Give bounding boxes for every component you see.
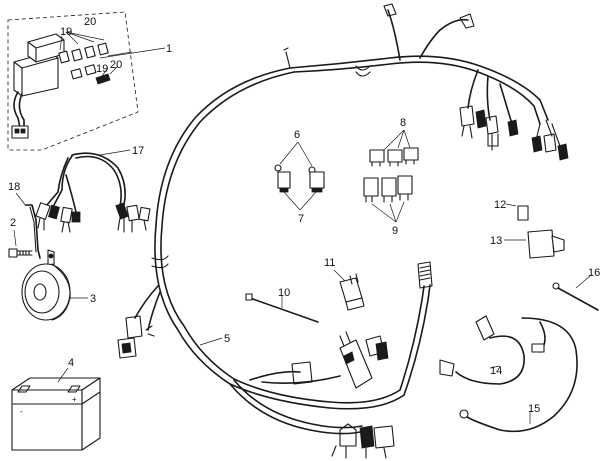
bulb-left (274, 164, 291, 193)
fuse-box-assembly: 19 20 19 20 1 (7, 11, 172, 151)
callout-9: 9 (392, 225, 398, 237)
sub-harness-connector-b (48, 204, 60, 220)
cable-14-boot-bottom (439, 359, 455, 377)
part-12-body (517, 205, 529, 221)
callout-15: 15 (528, 403, 540, 415)
callout-20a: 20 (84, 16, 96, 28)
battery-cable-14: 14 (439, 315, 525, 385)
sub-harness-connector-e (115, 202, 129, 220)
fuse-b (71, 48, 83, 62)
cable-14-boot-top (475, 315, 495, 341)
callout-6: 6 (294, 129, 300, 141)
main-harness-connector-right (417, 261, 433, 289)
relay-large-b (381, 177, 397, 197)
part-13-body (527, 229, 555, 259)
sub-harness-connector-g (138, 206, 151, 222)
relay-small-c (403, 147, 419, 161)
fuse-f (84, 64, 97, 76)
sub-harness-connector-c (60, 206, 73, 224)
callout-8: 8 (400, 117, 406, 129)
callout-7: 7 (298, 213, 304, 225)
bulb-socket-left (277, 171, 291, 189)
callout-20b: 20 (110, 59, 122, 71)
bulb-right (308, 166, 325, 193)
battery-side (81, 377, 101, 451)
relay-small-a (369, 149, 385, 163)
callout-2: 2 (10, 217, 16, 229)
flasher-relay: 11 (324, 257, 365, 311)
bulb-socket-right (309, 171, 325, 189)
fuse-g (95, 73, 111, 85)
fuse-box-cover (27, 33, 65, 63)
relay-large-a (363, 177, 379, 197)
relay-small-b (387, 149, 403, 163)
callout-16: 16 (588, 267, 600, 279)
fuse-c (84, 45, 96, 59)
fuse-box-inset-frame (7, 11, 139, 151)
battery: - + 4 (11, 357, 101, 451)
main-harness-connector-left (125, 315, 143, 339)
main-harness: 5 (117, 3, 569, 459)
fuse-box-connector (11, 125, 29, 139)
bulb-set: 6 7 (274, 129, 325, 225)
relay-large-c (397, 175, 413, 195)
relay-set: 8 9 (363, 117, 419, 237)
battery-minus-mark: - (20, 407, 23, 416)
sub-harness-17: 17 (35, 145, 151, 233)
callout-13: 13 (490, 235, 502, 247)
horn-assembly: 18 2 3 (8, 181, 96, 321)
callout-19b: 19 (96, 63, 108, 75)
callout-10: 10 (278, 287, 290, 299)
part-12-resistor: 12 (494, 199, 529, 221)
sub-harness-connector-d (71, 211, 81, 223)
battery-plus-mark: + (72, 395, 77, 404)
fuse-e (70, 68, 83, 80)
horn-bracket (25, 204, 41, 259)
main-harness-relay-pack (339, 339, 373, 389)
callout-4: 4 (68, 357, 74, 369)
callout-11: 11 (324, 257, 335, 269)
callout-18: 18 (8, 181, 20, 193)
main-harness-trunk (154, 67, 405, 410)
horn (21, 249, 71, 321)
fuse-d (97, 42, 109, 56)
horn-bolt (8, 248, 33, 258)
callout-1: 1 (166, 43, 172, 55)
callout-12: 12 (494, 199, 506, 211)
callout-17: 17 (132, 145, 144, 157)
battery-cable-15: 15 (459, 317, 578, 433)
callout-3: 3 (90, 293, 96, 305)
callout-14: 14 (490, 365, 502, 377)
sub-harness-connector-f (126, 204, 140, 222)
cable-tie: 10 (245, 287, 319, 323)
fuse-a (58, 50, 70, 64)
sub-harness-connector-a (35, 202, 51, 220)
part-13-module: 13 (490, 229, 565, 259)
callout-5: 5 (224, 333, 230, 345)
fuse-set (58, 42, 111, 85)
ground-wire-16: 16 (552, 267, 600, 311)
callout-19a: 19 (60, 26, 72, 38)
